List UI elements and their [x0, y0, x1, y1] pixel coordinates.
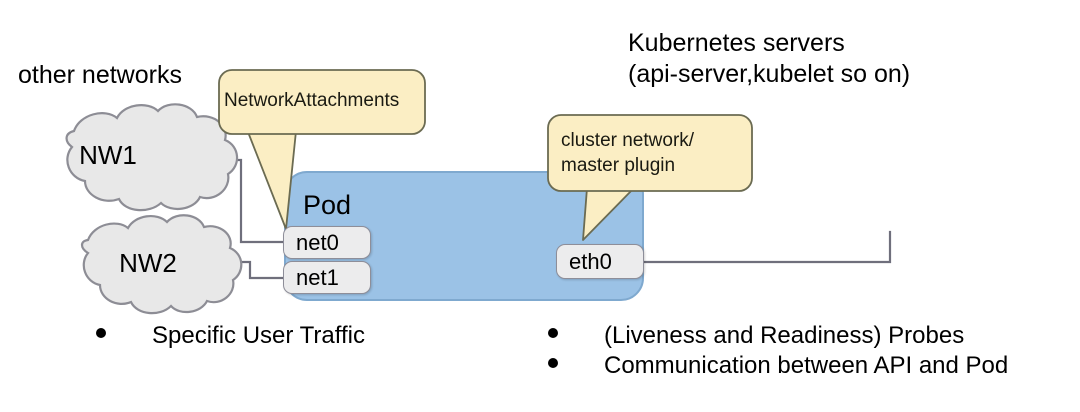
callout-label-cluster-network-line1: cluster network/ — [561, 130, 695, 151]
callout-network-attachments-shape — [218, 69, 426, 230]
label-other-networks: other networks — [18, 61, 182, 89]
callout-label-cluster-network: cluster network/master plugin — [561, 128, 694, 178]
connector-eth0-to-k8s-servers — [642, 230, 892, 264]
cloud-label-nw1: NW1 — [79, 140, 137, 170]
interface-box-net1[interactable]: net1 — [283, 261, 371, 294]
bullet-dot-icon — [548, 358, 558, 368]
callout-cluster-network-shape — [547, 114, 753, 241]
bullet-text: (Liveness and Readiness) Probes — [604, 322, 965, 349]
bullet-item-communication: Communication between API and Pod — [548, 352, 1008, 380]
bullet-item-probes: (Liveness and Readiness) Probes — [548, 322, 964, 350]
pod-label: Pod — [303, 190, 352, 220]
bullet-dot-icon — [548, 328, 558, 338]
bullet-item-specific-user-traffic: Specific User Traffic — [96, 322, 365, 350]
callout-label-network-attachments: NetworkAttachments — [224, 90, 400, 111]
cloud-nw2 — [80, 214, 243, 315]
bullet-text: Specific User Traffic — [152, 322, 365, 349]
label-kubernetes-servers: Kubernetes servers (api-server,kubelet so… — [628, 28, 910, 91]
label-kubernetes-servers-line1: Kubernetes servers — [628, 29, 845, 57]
interface-box-net0[interactable]: net0 — [283, 226, 371, 259]
interface-box-eth0[interactable]: eth0 — [556, 244, 644, 279]
callout-label-cluster-network-line2: master plugin — [561, 155, 676, 177]
label-kubernetes-servers-line2: (api-server,kubelet so on) — [628, 60, 911, 89]
cloud-label-nw2: NW2 — [119, 248, 177, 278]
cloud-nw1 — [65, 103, 239, 212]
bullet-text: Communication between API and Pod — [604, 352, 1009, 379]
bullet-dot-icon — [96, 328, 106, 338]
